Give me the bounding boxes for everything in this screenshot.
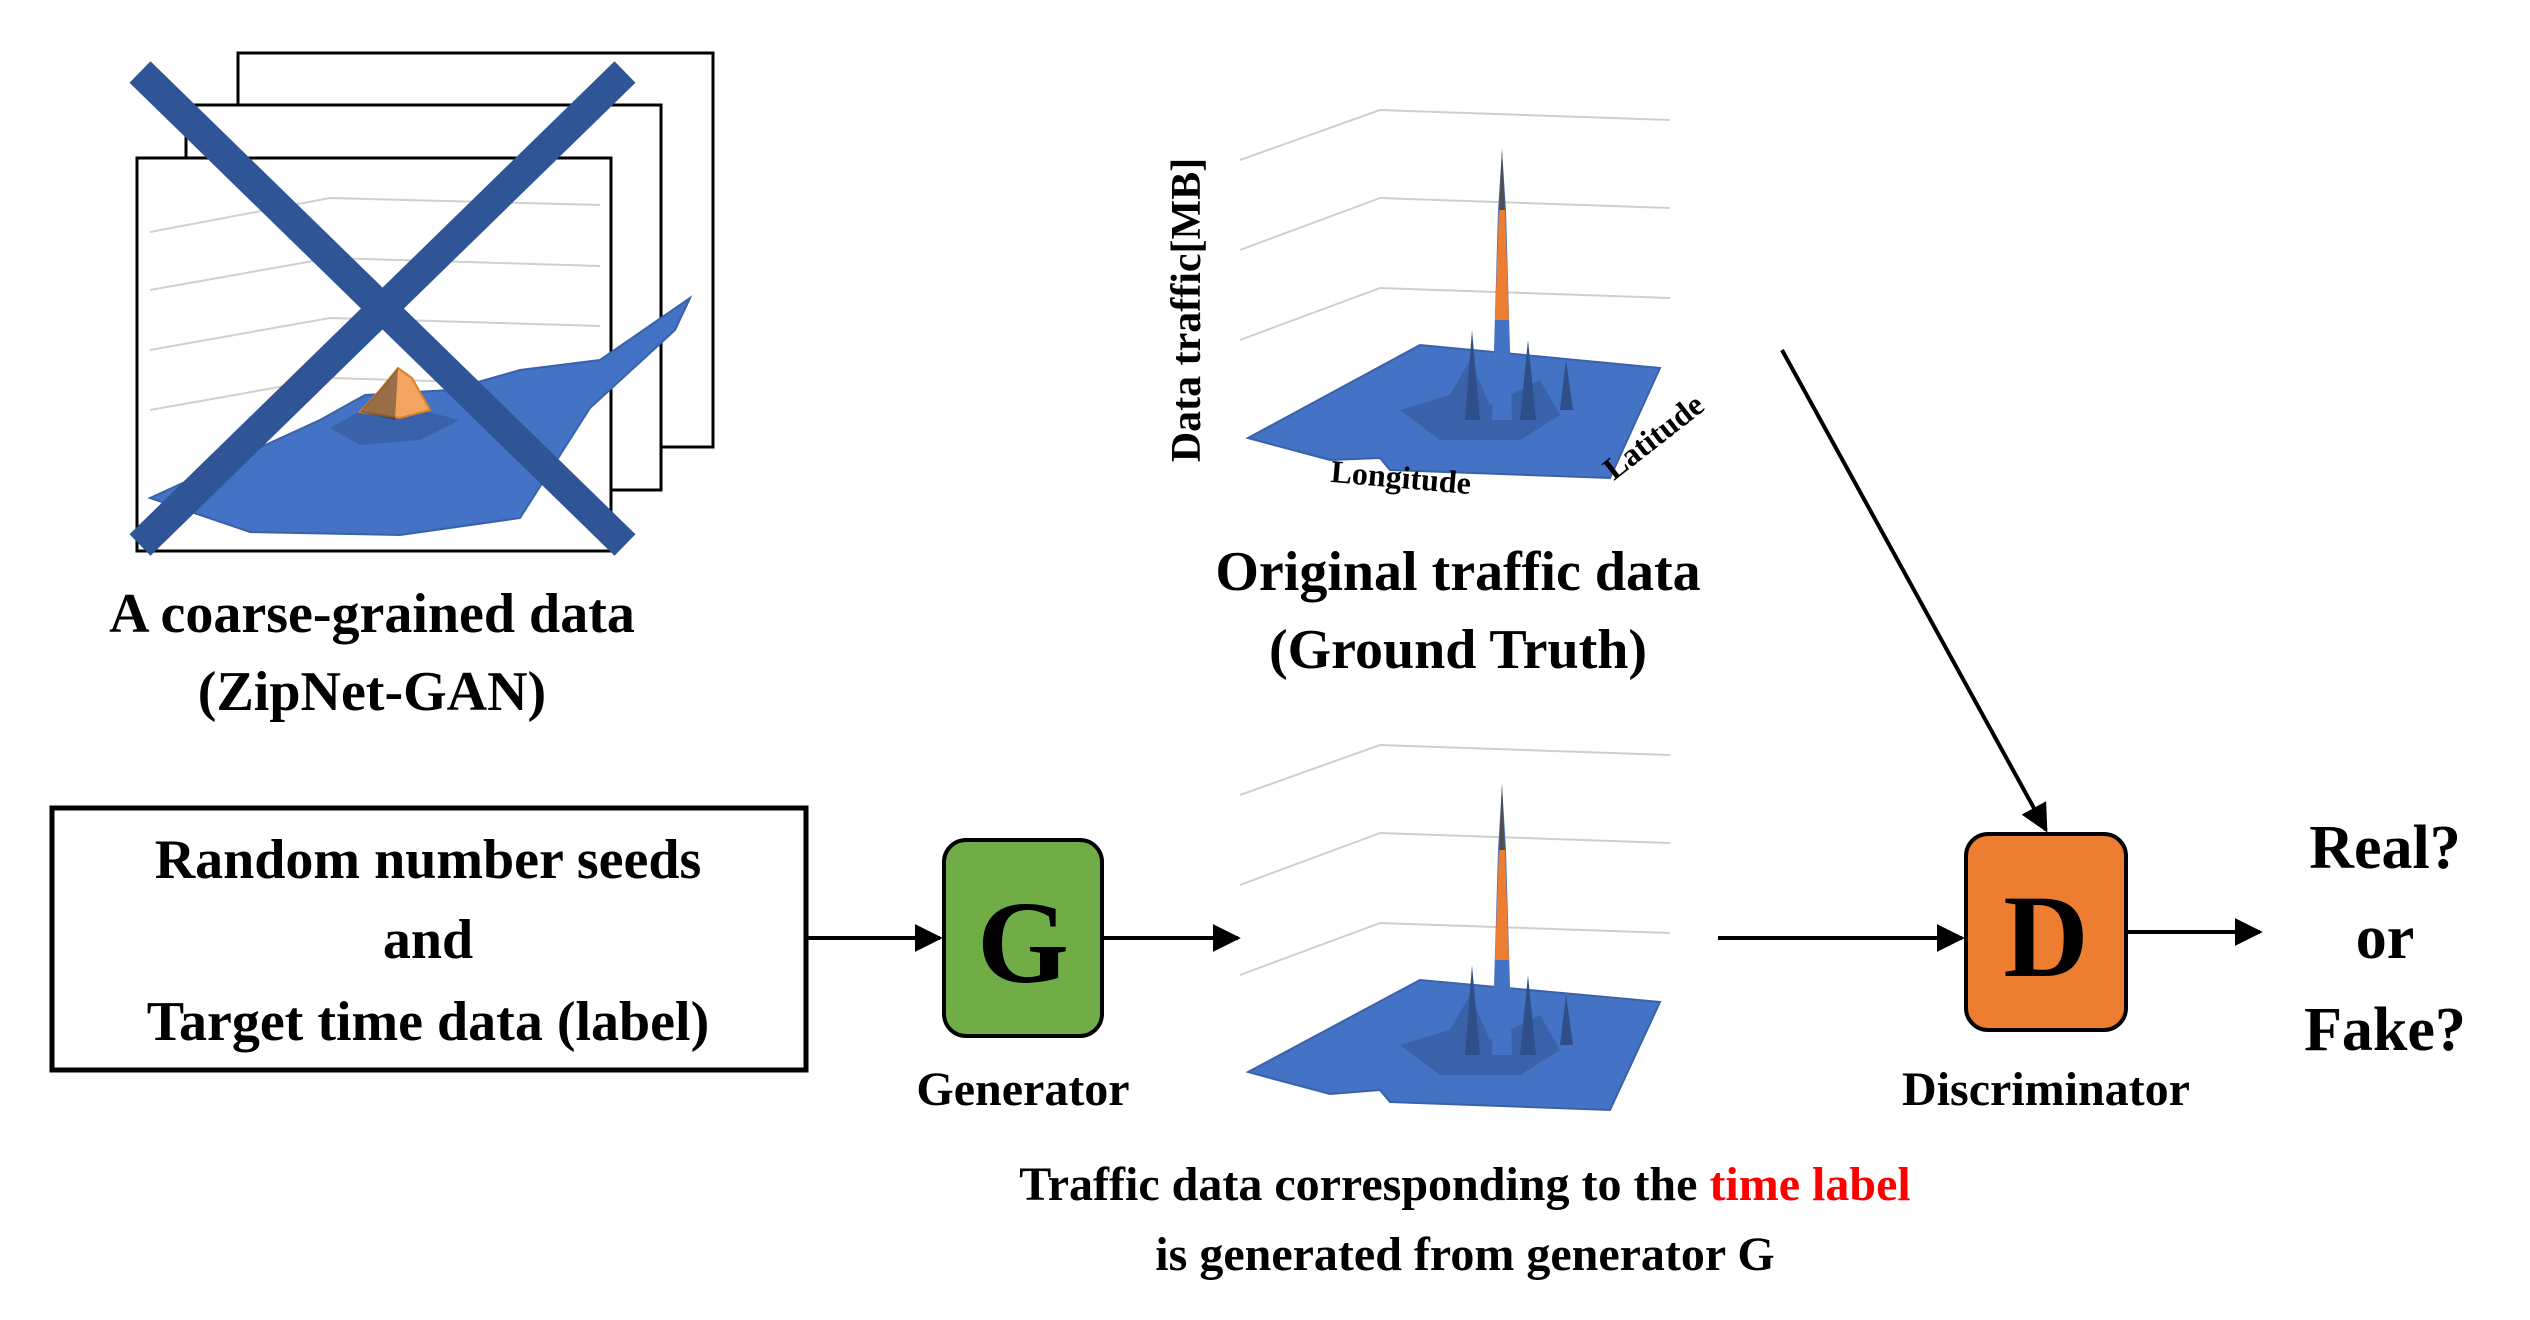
generated-plot bbox=[1239, 744, 1671, 1112]
input-box-line1: Random number seeds bbox=[155, 829, 702, 891]
gt-caption-line1: Original traffic data bbox=[1215, 541, 1700, 603]
arrow-ground-truth-to-discriminator bbox=[1780, 349, 2048, 833]
output-line3: Fake? bbox=[2304, 996, 2466, 1064]
gen-peak-tip bbox=[1499, 783, 1505, 850]
generator-letter: G bbox=[977, 877, 1069, 1008]
gt-peak-tip bbox=[1499, 148, 1505, 210]
input-box-line3: Target time data (label) bbox=[147, 991, 710, 1053]
gen-grid-lines bbox=[1239, 744, 1671, 976]
discriminator-label: Discriminator bbox=[1902, 1063, 2190, 1116]
output-line2: or bbox=[2356, 904, 2415, 972]
generated-caption-highlight: time label bbox=[1709, 1158, 1910, 1211]
gt-minor-peak-1 bbox=[1465, 330, 1480, 420]
gt-peak-orange bbox=[1495, 210, 1509, 320]
gen-minor-peak-1 bbox=[1465, 965, 1480, 1055]
gen-minor-peak-2 bbox=[1520, 975, 1536, 1055]
cross-out-icon bbox=[129, 61, 636, 556]
discriminator-letter: D bbox=[2003, 871, 2088, 1002]
gen-minor-peak-3 bbox=[1560, 995, 1573, 1045]
generated-caption-line2: is generated from generator G bbox=[1155, 1228, 1774, 1281]
gt-grid-lines bbox=[1239, 109, 1671, 341]
input-box-line2: and bbox=[383, 909, 473, 971]
output-line1: Real? bbox=[2309, 814, 2461, 882]
gt-caption-line2: (Ground Truth) bbox=[1269, 619, 1647, 681]
generated-caption-line1: Traffic data corresponding to the time l… bbox=[1019, 1158, 1910, 1211]
input-box bbox=[49, 805, 809, 1073]
gt-axis-z-label: Data traffic[MB] bbox=[1164, 158, 1210, 462]
coarse-grained-plot-stack bbox=[129, 51, 715, 556]
coarse-caption-line2: (ZipNet-GAN) bbox=[198, 661, 546, 723]
coarse-surface bbox=[147, 295, 693, 537]
gen-peak-orange bbox=[1495, 850, 1509, 960]
ground-truth-plot bbox=[1239, 109, 1671, 480]
gt-minor-peak-3 bbox=[1560, 360, 1573, 410]
generator-label: Generator bbox=[916, 1063, 1129, 1116]
gt-minor-peak-2 bbox=[1520, 340, 1536, 420]
generated-caption-prefix: Traffic data corresponding to the bbox=[1019, 1158, 1709, 1211]
coarse-caption-line1: A coarse-grained data bbox=[109, 583, 635, 645]
